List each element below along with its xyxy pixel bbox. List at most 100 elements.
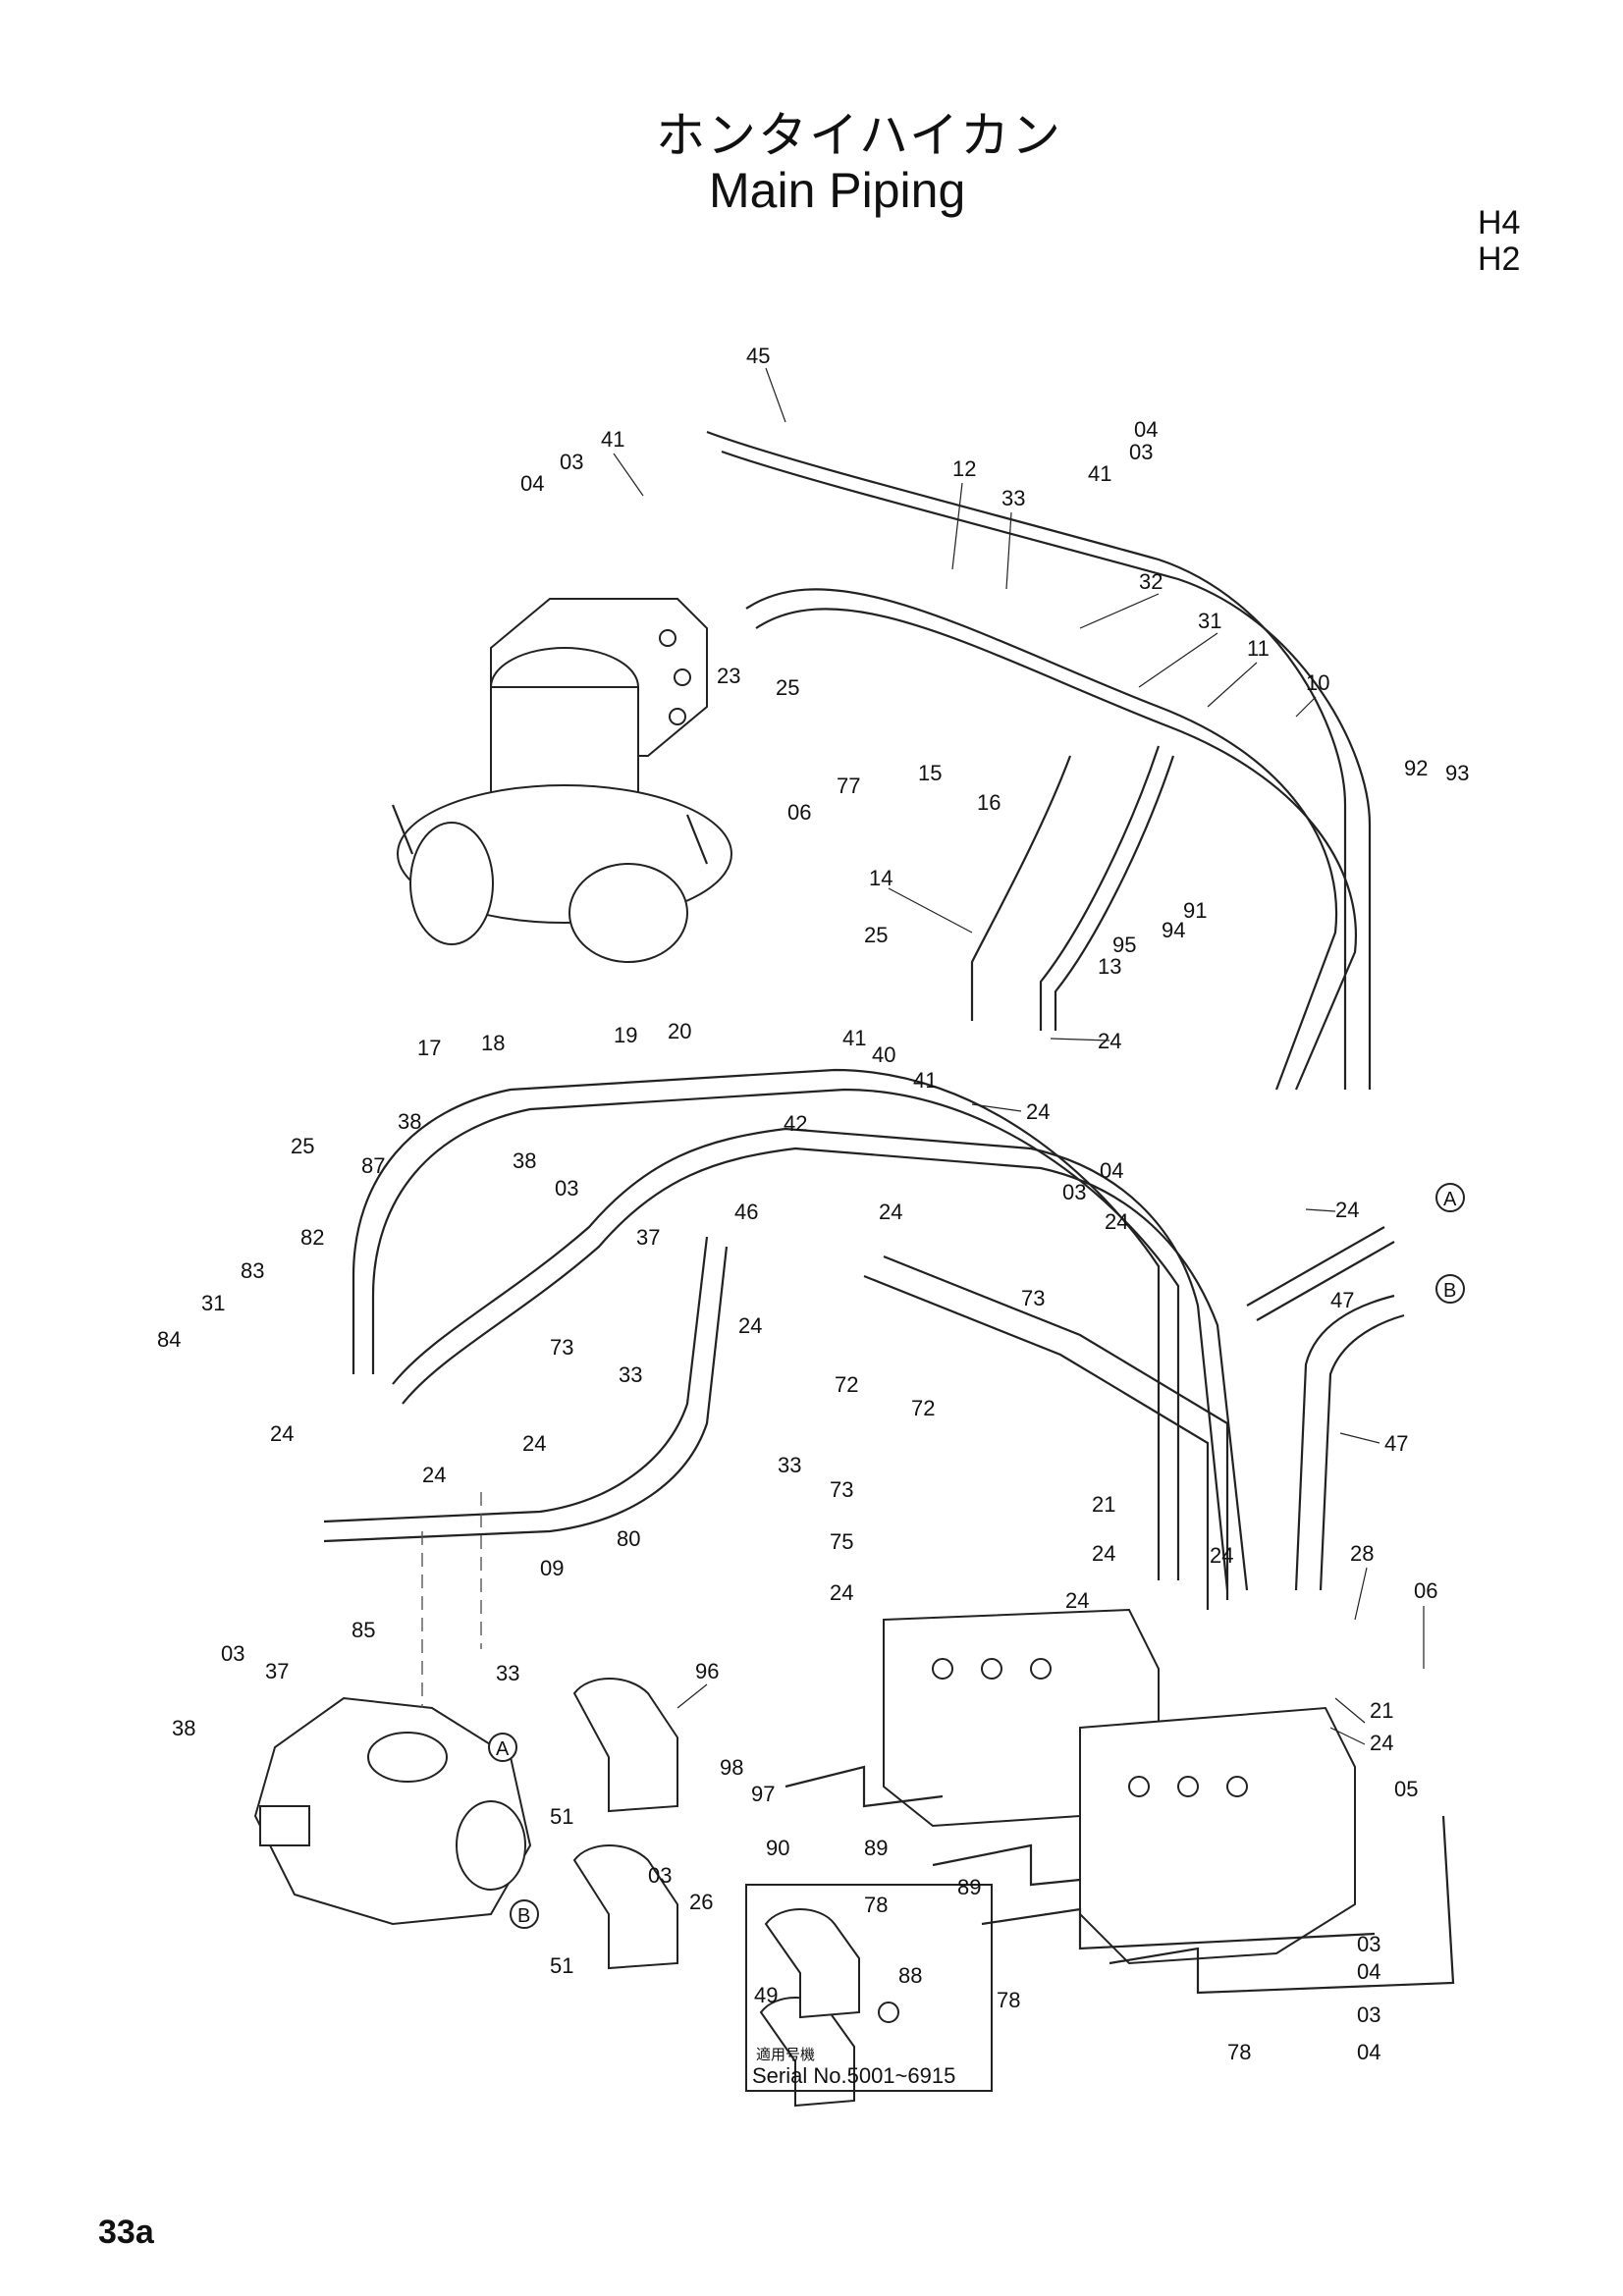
callout-24: 24 <box>1092 1541 1115 1566</box>
serial-number-inset: 適用号機 Serial No.5001~6915 <box>745 1884 993 2092</box>
callout-98: 98 <box>720 1755 743 1780</box>
mounting-brackets <box>784 1765 1455 1995</box>
callout-73: 73 <box>830 1477 853 1502</box>
callout-33: 33 <box>778 1453 801 1477</box>
callout-95: 95 <box>1112 933 1136 957</box>
callout-41: 41 <box>842 1026 866 1050</box>
callout-31: 31 <box>1198 609 1221 633</box>
callout-87: 87 <box>361 1153 385 1178</box>
callout-24: 24 <box>522 1431 546 1456</box>
swivel-joint-assembly <box>391 598 732 963</box>
callout-77: 77 <box>837 774 860 798</box>
callout-46: 46 <box>734 1200 758 1224</box>
callout-24: 24 <box>422 1463 446 1487</box>
callout-41: 41 <box>913 1068 937 1093</box>
callout-24: 24 <box>1026 1099 1050 1124</box>
callout-38: 38 <box>172 1716 195 1740</box>
marker-b-circle-pump <box>510 1899 539 1929</box>
callout-32: 32 <box>1139 569 1163 594</box>
callout-40: 40 <box>872 1042 895 1067</box>
upper-pipe-group <box>706 430 1372 1091</box>
callout-49: 49 <box>754 1983 778 2007</box>
callout-10: 10 <box>1306 670 1329 695</box>
model-code-h4: H4 <box>1478 204 1521 241</box>
callout-31: 31 <box>201 1291 225 1315</box>
callout-41: 41 <box>601 427 624 452</box>
callout-04: 04 <box>1357 1959 1380 1984</box>
callout-24: 24 <box>1065 1588 1089 1613</box>
connection-markers: A B A B <box>488 1183 1465 1929</box>
callout-03: 03 <box>1062 1180 1086 1204</box>
callout-03: 03 <box>221 1641 244 1666</box>
callout-26: 26 <box>689 1890 713 1914</box>
callout-12: 12 <box>952 456 976 481</box>
callout-04: 04 <box>520 471 544 496</box>
callout-94: 94 <box>1162 918 1185 942</box>
hoses <box>1246 1226 1405 1591</box>
callout-92: 92 <box>1404 756 1428 780</box>
callout-72: 72 <box>911 1396 935 1420</box>
callout-97: 97 <box>751 1782 775 1806</box>
callout-51: 51 <box>550 1953 573 1978</box>
callout-03: 03 <box>1357 2002 1380 2027</box>
marker-a-circle-pump <box>488 1733 517 1762</box>
title-english: Main Piping <box>709 163 966 218</box>
callout-06: 06 <box>1414 1578 1437 1603</box>
middle-pipe-group <box>323 1068 1249 1610</box>
callout-51: 51 <box>550 1804 573 1829</box>
callout-25: 25 <box>864 923 888 947</box>
callout-04: 04 <box>1134 417 1158 442</box>
callout-11: 11 <box>1247 636 1270 661</box>
serial-label-japanese: 適用号機 <box>756 2046 815 2063</box>
callout-33: 33 <box>619 1362 642 1387</box>
callout-21: 21 <box>1092 1492 1115 1517</box>
callout-37: 37 <box>265 1659 289 1683</box>
callout-82: 82 <box>300 1225 324 1250</box>
callout-24: 24 <box>1098 1029 1121 1053</box>
callout-13: 13 <box>1098 954 1121 979</box>
callout-96: 96 <box>695 1659 719 1683</box>
callout-24: 24 <box>1210 1543 1233 1568</box>
callout-90: 90 <box>766 1836 789 1860</box>
callout-19: 19 <box>614 1023 637 1047</box>
callout-85: 85 <box>352 1618 375 1642</box>
control-valve <box>883 1608 1356 1965</box>
callout-83: 83 <box>241 1258 264 1283</box>
callout-24: 24 <box>1370 1731 1393 1755</box>
callout-03: 03 <box>555 1176 578 1201</box>
elbow-fittings <box>572 1678 855 2108</box>
callout-80: 80 <box>617 1526 640 1551</box>
reference-lines <box>421 1492 482 1708</box>
leader-lines <box>613 367 1425 1745</box>
callout-78: 78 <box>997 1988 1020 2012</box>
callout-78: 78 <box>864 1893 888 1917</box>
hydraulic-pump <box>253 1696 532 1926</box>
callout-37: 37 <box>636 1225 660 1250</box>
title-japanese: ホンタイハイカン <box>656 107 1062 164</box>
callout-47: 47 <box>1384 1431 1408 1456</box>
callout-03: 03 <box>648 1863 672 1888</box>
callout-04: 04 <box>1100 1158 1123 1183</box>
callout-24: 24 <box>830 1580 853 1605</box>
callout-03: 03 <box>560 450 583 474</box>
marker-a-circle-hose <box>1435 1183 1465 1212</box>
callout-73: 73 <box>550 1335 573 1360</box>
callout-25: 25 <box>776 675 799 700</box>
callout-15: 15 <box>918 761 942 785</box>
callout-03: 03 <box>1357 1932 1380 1956</box>
callout-84: 84 <box>157 1327 181 1352</box>
marker-a-pump: A <box>496 1738 510 1760</box>
callout-73: 73 <box>1021 1286 1045 1310</box>
callout-91: 91 <box>1183 898 1207 923</box>
callout-33: 33 <box>1001 486 1025 510</box>
callout-25: 25 <box>291 1134 314 1158</box>
callout-14: 14 <box>869 866 893 890</box>
callout-04: 04 <box>1357 2040 1380 2064</box>
callout-05: 05 <box>1394 1777 1418 1801</box>
callout-18: 18 <box>481 1031 505 1055</box>
page-number: 33a <box>98 2214 154 2251</box>
callout-20: 20 <box>668 1019 691 1043</box>
callout-38: 38 <box>513 1148 536 1173</box>
callout-42: 42 <box>784 1111 807 1136</box>
